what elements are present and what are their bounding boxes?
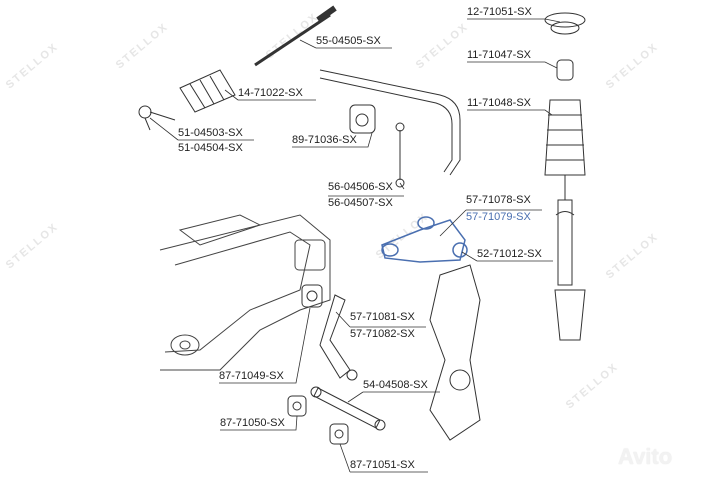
lower-arm [319, 294, 358, 381]
steering-knuckle [429, 264, 481, 441]
bushing-87-71050 [287, 395, 307, 417]
tie-rod [254, 5, 337, 67]
part-label[interactable]: 12-71051-SX [467, 6, 532, 18]
part-label[interactable]: 14-71022-SX [238, 87, 303, 99]
part-label[interactable]: 51-04504-SX [178, 142, 243, 154]
part-label[interactable]: 51-04503-SX [178, 127, 243, 139]
bushing-87-71049 [301, 284, 323, 308]
bushing-87-71051 [329, 423, 349, 445]
bump-stop [556, 59, 574, 81]
part-label[interactable]: 11-71048-SX [467, 97, 532, 109]
knuckle-bracket [554, 289, 586, 341]
subframe [159, 214, 331, 371]
part-label[interactable]: 52-71012-SX [477, 248, 542, 260]
part-label[interactable]: 87-71049-SX [219, 370, 284, 382]
part-label[interactable]: 57-71082-SX [350, 328, 415, 340]
stabilizer-bushing [349, 104, 376, 134]
leader-lines [149, 18, 561, 473]
part-label[interactable]: 56-04506-SX [328, 181, 393, 193]
avito-watermark: Avito [618, 444, 673, 469]
part-label[interactable]: 57-71081-SX [350, 311, 415, 323]
tie-rod-end [138, 105, 176, 131]
part-label[interactable]: 57-71078-SX [466, 194, 531, 206]
lateral-link [310, 386, 386, 431]
strut [555, 175, 575, 286]
part-label[interactable]: 89-71036-SX [292, 134, 357, 146]
part-label[interactable]: 11-71047-SX [467, 49, 532, 61]
part-label[interactable]: 87-71050-SX [220, 417, 285, 429]
part-label[interactable]: 55-04505-SX [316, 35, 381, 47]
upper-control-arm [381, 216, 468, 263]
stabilizer-link [395, 122, 405, 188]
part-label[interactable]: 87-71051-SX [350, 459, 415, 471]
part-label[interactable]: 54-04508-SX [363, 379, 428, 391]
steering-boot [179, 69, 236, 113]
stabilizer-bar [319, 69, 461, 176]
part-label-highlighted[interactable]: 57-71079-SX [466, 211, 531, 223]
strut-mount [544, 12, 586, 35]
part-label[interactable]: 56-04507-SX [328, 197, 393, 209]
strut-boot [544, 99, 586, 176]
